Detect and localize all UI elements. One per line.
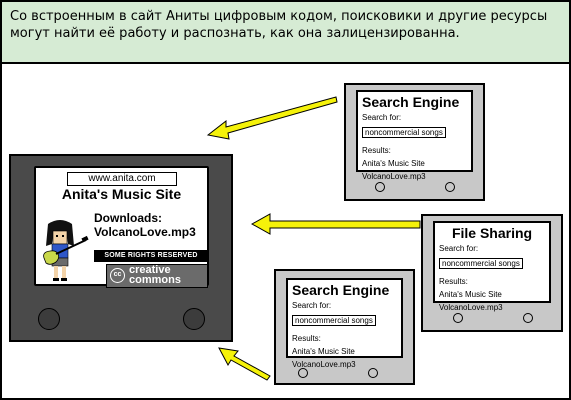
caption-text: Со встроенным в сайт Аниты цифровым кодо…	[10, 9, 548, 41]
panel-knob-right	[523, 313, 533, 323]
anita-device: www.anita.com Anita's Music Site Downloa…	[9, 154, 233, 342]
panel-knob-left	[375, 182, 385, 192]
result-item: VolcanoLove.mp3	[292, 360, 356, 369]
rights-badge: SOME RIGHTS RESERVED	[94, 250, 208, 262]
panel-knob-left	[298, 368, 308, 378]
result-item: VolcanoLove.mp3	[439, 303, 503, 312]
cc-circle-icon: cc	[110, 268, 125, 283]
search-engine-screen-bottom: Search Engine Search for: noncommercial …	[286, 278, 403, 369]
results-label: Results:	[439, 277, 468, 286]
panel-knob-right	[445, 182, 455, 192]
cc-mark: cc	[113, 271, 122, 278]
arrow-from-search-engine-bottom	[218, 347, 271, 381]
arrow-from-file-sharing	[250, 213, 421, 235]
cc-word-1: creative	[129, 264, 171, 276]
search-engine-screen-top: Search Engine Search for: noncommercial …	[356, 90, 473, 181]
panel-title: Search Engine	[362, 94, 460, 110]
result-item: Anita's Music Site	[362, 159, 425, 168]
search-engine-device-bottom: Search Engine Search for: noncommercial …	[274, 269, 415, 385]
downloads-label: Downloads:	[94, 211, 162, 225]
file-sharing-device: File Sharing Search for: noncommercial s…	[421, 214, 563, 332]
anita-knob-right	[183, 308, 205, 330]
result-item: Anita's Music Site	[292, 347, 355, 356]
panel-knob-left	[453, 313, 463, 323]
caption-banner: Со встроенным в сайт Аниты цифровым кодо…	[2, 2, 569, 64]
panel-title: Search Engine	[292, 282, 390, 298]
result-item: Anita's Music Site	[439, 290, 502, 299]
download-file: VolcanoLove.mp3	[94, 225, 196, 239]
search-for-label: Search for:	[362, 113, 402, 122]
search-for-label: Search for:	[292, 301, 332, 310]
search-engine-device-top: Search Engine Search for: noncommercial …	[344, 83, 485, 201]
site-title: Anita's Music Site	[61, 186, 182, 202]
anita-figure	[43, 220, 89, 281]
results-label: Results:	[362, 146, 391, 155]
search-query-field: noncommercial songs	[439, 258, 523, 269]
panel-knob-right	[368, 368, 378, 378]
results-label: Results:	[292, 334, 321, 343]
creative-commons-logo: cc creative commons	[106, 264, 208, 288]
search-query-field: noncommercial songs	[362, 127, 446, 138]
search-query-field: noncommercial songs	[292, 315, 376, 326]
url-box: www.anita.com	[67, 172, 177, 186]
cc-word-2: commons	[129, 274, 181, 286]
anita-knob-left	[38, 308, 60, 330]
anita-screen: www.anita.com Anita's Music Site Downloa…	[34, 166, 209, 288]
rights-text: SOME RIGHTS RESERVED	[104, 252, 198, 259]
site-url: www.anita.com	[88, 173, 156, 184]
file-sharing-screen: File Sharing Search for: noncommercial s…	[433, 221, 551, 312]
arrow-from-search-engine-top	[206, 96, 338, 140]
search-for-label: Search for:	[439, 244, 479, 253]
panel-title: File Sharing	[451, 225, 533, 241]
result-item: VolcanoLove.mp3	[362, 172, 426, 181]
